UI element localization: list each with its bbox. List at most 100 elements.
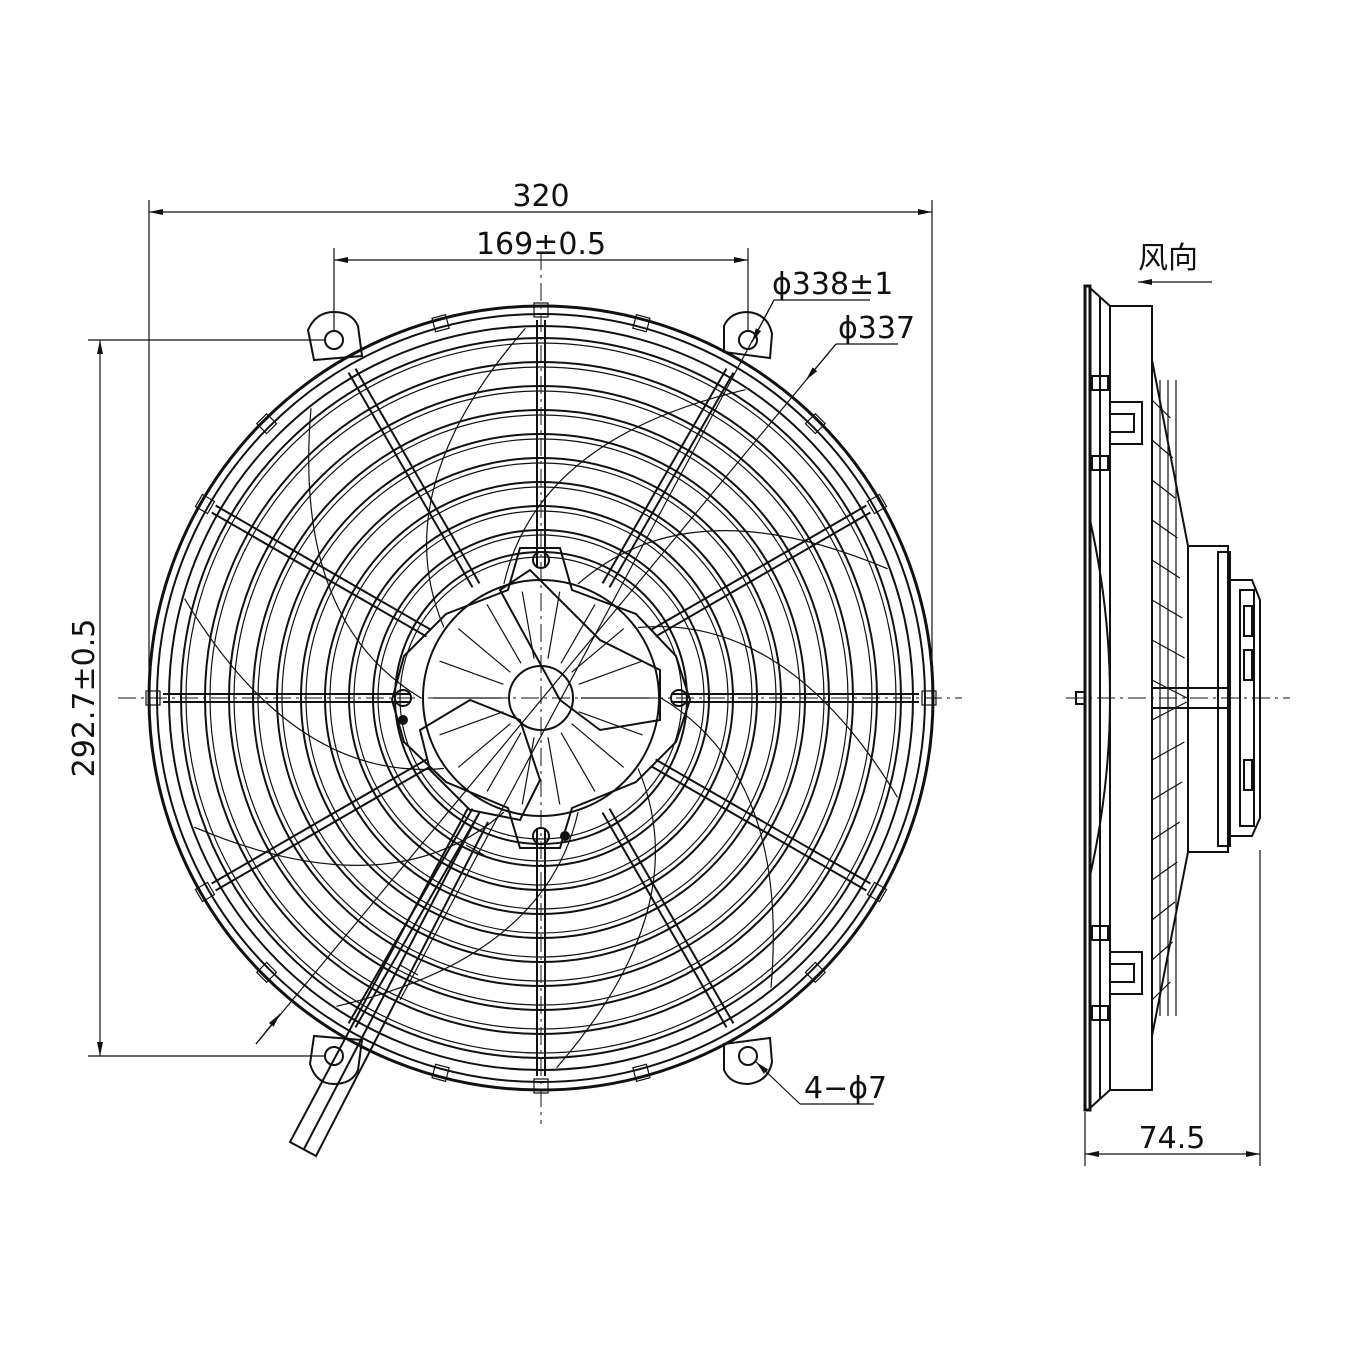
dim-overall-width-label: 320 [512, 179, 569, 214]
rim-clips [145, 302, 937, 1094]
fan-blade-edge [426, 327, 526, 628]
guard-spoke [608, 808, 735, 1024]
side-guard-wire [1151, 981, 1171, 1001]
guard-spoke [608, 372, 735, 588]
dim-vertical-spacing-label: 292.7±0.5 [67, 619, 102, 778]
motor-fin [439, 711, 504, 736]
rim-clip [194, 493, 216, 515]
guard-ring [228, 385, 854, 1011]
side-guard-wire [1151, 941, 1173, 961]
dimension-outer-diameter: ϕ338±1 [399, 267, 893, 1001]
dim-mount-holes-label: 4−ϕ7 [804, 1071, 887, 1106]
side-guard-wire [1151, 901, 1176, 921]
mounting-hole-bottom-left [324, 1046, 344, 1066]
guard-ring [324, 481, 758, 915]
side-shroud-face [1083, 284, 1092, 1112]
dimension-overall-width: 320 [148, 179, 933, 700]
motor-fin [457, 723, 511, 768]
guard-ring [252, 409, 830, 987]
guard-ring [276, 433, 806, 963]
rim-clip [866, 493, 888, 515]
motor-fin [560, 604, 596, 664]
motor-fin [486, 732, 522, 792]
dimension-depth: 74.5 [1084, 850, 1261, 1166]
rim-clip [921, 690, 937, 706]
bracket-screw-left [394, 689, 412, 707]
fan-blade-edge [577, 530, 888, 585]
guard-ring-inner [281, 438, 801, 958]
motor-fin [439, 660, 504, 685]
side-guard-wire [1151, 701, 1187, 721]
side-guard-wire [1151, 599, 1183, 619]
guard-ring-inner [399, 556, 683, 840]
mounting-hole-top-left [324, 330, 344, 350]
fan-blade-edge [638, 626, 898, 798]
side-view: 风向 74.5 [1066, 241, 1290, 1166]
fan-blade-edge [503, 389, 746, 585]
rim-clip [632, 313, 651, 333]
guard-ring-inner [185, 342, 897, 1054]
guard-ring-inner [257, 414, 825, 982]
guard-spoke [601, 812, 728, 1028]
motor-bracket [390, 547, 692, 849]
motor-fin [521, 737, 535, 805]
motor-fin [547, 591, 561, 659]
rim-clip [255, 412, 278, 435]
dim-hole-spacing-label: 169±0.5 [476, 227, 606, 262]
side-guard-wire [1151, 861, 1178, 881]
side-guard-wires [1151, 359, 1189, 1037]
guard-spoke [655, 511, 871, 638]
dimension-mount-holes: 4−ϕ7 [755, 1061, 887, 1106]
guard-ring [180, 337, 902, 1059]
dim-inner-diameter-label: ϕ337 [838, 311, 915, 346]
side-guard-wire [1151, 821, 1180, 841]
motor-fin [578, 660, 643, 685]
airflow-direction: 风向 [1138, 241, 1212, 285]
guard-spoke [651, 504, 867, 631]
side-guard-wire [1151, 559, 1181, 579]
mounting-hole-bottom-right [738, 1046, 758, 1066]
fan-blades [184, 327, 898, 1069]
motor-cooling-fins [433, 591, 649, 805]
dimension-hole-spacing: 169±0.5 [333, 227, 749, 332]
motor-fin [571, 723, 625, 768]
guard-ring-inner [209, 366, 873, 1030]
side-guard-wire [1151, 479, 1176, 499]
rim-clip [533, 302, 549, 318]
guard-ring-inner [305, 462, 777, 934]
dimension-vertical-spacing: 292.7±0.5 [67, 339, 324, 1057]
side-motor [1075, 545, 1261, 853]
bracket-screw-top [532, 551, 550, 569]
shroud-inner-ring [156, 313, 926, 1083]
rim-clip [194, 881, 216, 903]
dim-outer-diameter-label: ϕ338±1 [772, 267, 893, 302]
rim-clip [255, 961, 278, 984]
rim-clip [145, 690, 161, 706]
guard-spoke [354, 812, 481, 1028]
rim-clip [632, 1063, 651, 1083]
guard-spoke [215, 504, 431, 631]
fan-blade-edge [660, 697, 774, 988]
rim-clip [866, 881, 888, 903]
motor-fin [486, 604, 522, 664]
guard-ring [300, 457, 782, 939]
side-guard-wire [1151, 781, 1183, 801]
guard-ring [372, 529, 710, 867]
dim-depth-label: 74.5 [1139, 1121, 1206, 1156]
fan-blade-edge [336, 811, 579, 1007]
side-guard-wire [1151, 359, 1189, 547]
fan-blade-edge [194, 811, 505, 866]
front-view: 320 169±0.5 ϕ338±1 ϕ337 [67, 179, 962, 1158]
bracket-screw-right [670, 689, 688, 707]
side-guard-wire [1151, 399, 1171, 419]
guard-spoke [655, 758, 871, 885]
guard-spoke [215, 765, 431, 892]
guard-spoke [601, 368, 728, 584]
guard-spoke [211, 758, 427, 885]
guard-ring-inner [233, 390, 849, 1006]
motor-fin [571, 628, 625, 673]
guard-spoke [211, 511, 427, 638]
guard-rings [180, 337, 902, 1059]
rim-clip [431, 313, 450, 333]
power-cable [288, 807, 489, 1158]
